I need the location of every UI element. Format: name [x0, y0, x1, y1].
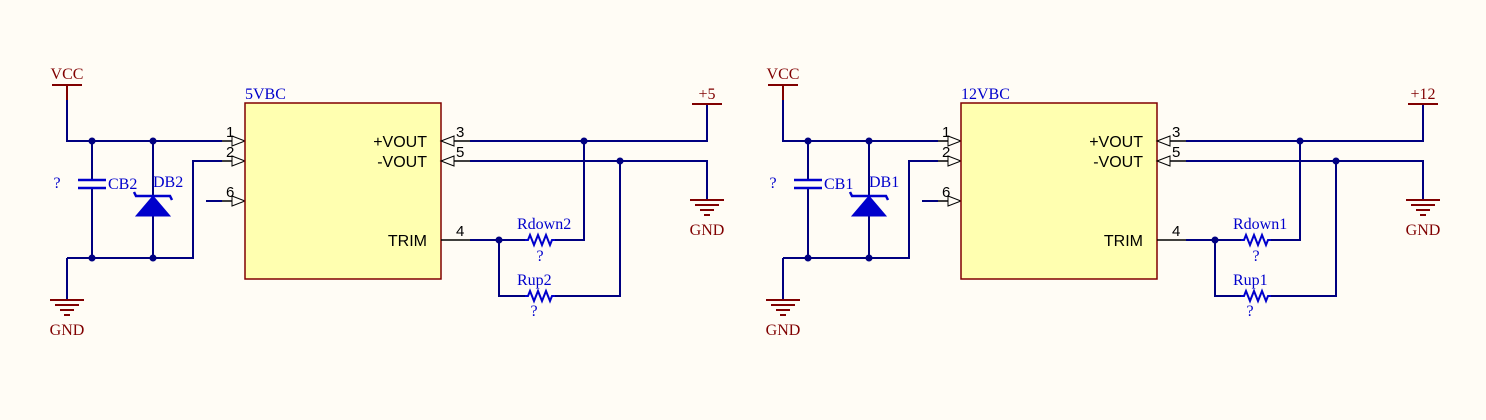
junction-dot: [865, 254, 873, 262]
capacitor-designator: CB1: [824, 176, 853, 193]
junction-dot: [804, 254, 812, 262]
pin-name: +VOUT: [1089, 134, 1143, 151]
wire-rup-left: [498, 240, 525, 297]
pin-number: 2: [942, 144, 950, 161]
junction-dot: [149, 254, 157, 262]
pin-arrow: [231, 155, 247, 167]
wire-vout-negative: [470, 160, 708, 200]
rup-designator: Rup2: [517, 272, 552, 289]
wire-vin-negative: [783, 160, 938, 259]
pin-name: +VOUT: [373, 134, 427, 151]
module-designator: 5VBC: [245, 86, 286, 103]
resistor-rup: [1241, 288, 1271, 304]
diode-cathode: [848, 191, 890, 201]
pin-name: -VOUT: [1093, 154, 1143, 171]
wire-rup-right: [1271, 161, 1337, 297]
junction-dot: [149, 137, 157, 145]
circuit-12v: VCCGND?CB1DB11+VIN2-VIN6REMOTE12VBC3+VOU…: [766, 66, 1441, 339]
pin-name: TRIM: [388, 233, 427, 250]
pin-number: 3: [1172, 124, 1180, 141]
gnd-input-symbol: GND: [50, 299, 85, 339]
junction-dot: [1211, 236, 1219, 244]
pin-arrow: [947, 155, 963, 167]
diode-body: [850, 195, 888, 217]
vcc-label: VCC: [767, 66, 800, 83]
capacitor-value: ?: [769, 175, 776, 192]
pin-number: 6: [226, 184, 234, 201]
resistor-rup: [525, 288, 555, 304]
rdown-value: ?: [536, 248, 543, 265]
resistor-rdown: [1241, 232, 1271, 248]
module-body: [244, 102, 442, 280]
pin-number: 6: [942, 184, 950, 201]
junction-dot: [495, 236, 503, 244]
gnd-label: GND: [690, 222, 725, 239]
junction-dot: [804, 137, 812, 145]
pin-name: TRIM: [1104, 233, 1143, 250]
junction-dot: [1296, 137, 1304, 145]
wire-vin-negative: [67, 160, 222, 259]
junction-dot: [616, 157, 624, 165]
module-designator: 12VBC: [961, 86, 1010, 103]
wire-vout-positive: [470, 104, 708, 142]
pin-arrow: [231, 195, 247, 207]
pin-number: 2: [226, 144, 234, 161]
junction-dot: [88, 137, 96, 145]
pin-arrow: [231, 135, 247, 147]
resistor-rdown: [525, 232, 555, 248]
junction-dot: [580, 137, 588, 145]
rup-designator: Rup1: [1233, 272, 1268, 289]
pin-number: 4: [1172, 223, 1180, 240]
gnd-output-symbol: GND: [690, 199, 725, 239]
wire-rup-right: [555, 161, 621, 297]
wire-rdown-right: [555, 141, 585, 241]
pin-arrow: [947, 195, 963, 207]
circuit-5v: VCCGND?CB2DB21+VIN2-VIN6REMOTE5VBC3+VOUT…: [50, 66, 725, 339]
diode-body: [134, 195, 172, 217]
pin-number: 1: [226, 124, 234, 141]
vout-label: +12: [1410, 86, 1435, 103]
gnd-label: GND: [50, 322, 85, 339]
diode-cathode: [132, 191, 174, 201]
gnd-output-symbol: GND: [1406, 199, 1441, 239]
wire-rdown-right: [1271, 141, 1301, 241]
wire-rup-left: [1214, 240, 1241, 297]
diode-designator: DB1: [869, 174, 899, 191]
wire-vin-positive: [66, 100, 222, 142]
wire-vout-negative: [1186, 160, 1424, 200]
pin-name: -VOUT: [377, 154, 427, 171]
pin-number: 5: [1172, 144, 1180, 161]
pin-number: 1: [942, 124, 950, 141]
gnd-input-symbol: GND: [766, 299, 801, 339]
wire-vout-positive: [1186, 104, 1424, 142]
rup-value: ?: [1246, 303, 1253, 320]
gnd-label: GND: [1406, 222, 1441, 239]
pin-number: 4: [456, 223, 464, 240]
rup-value: ?: [530, 303, 537, 320]
pin-number: 3: [456, 124, 464, 141]
vcc-label: VCC: [51, 66, 84, 83]
pin-number: 5: [456, 144, 464, 161]
wire-vin-positive: [782, 100, 938, 142]
vout-label: +5: [698, 86, 715, 103]
gnd-label: GND: [766, 322, 801, 339]
diode-designator: DB2: [153, 174, 183, 191]
junction-dot: [1332, 157, 1340, 165]
rdown-designator: Rdown1: [1233, 216, 1287, 233]
rdown-designator: Rdown2: [517, 216, 571, 233]
junction-dot: [88, 254, 96, 262]
junction-dot: [865, 137, 873, 145]
rdown-value: ?: [1252, 248, 1259, 265]
pin-arrow: [947, 135, 963, 147]
capacitor-value: ?: [53, 175, 60, 192]
module-body: [960, 102, 1158, 280]
capacitor-designator: CB2: [108, 176, 137, 193]
